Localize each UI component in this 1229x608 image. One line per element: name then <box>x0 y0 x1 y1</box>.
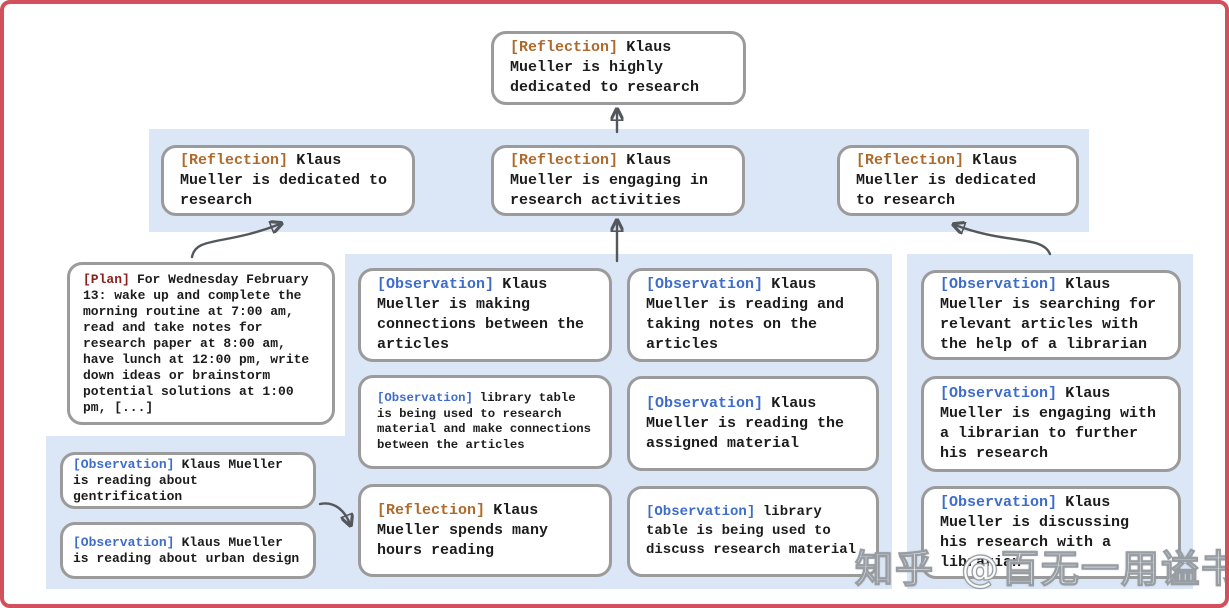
memory-text: library table is being used to research … <box>377 391 592 452</box>
memory-type-tag: [Observation] <box>646 276 764 293</box>
node-observation-searching-articles: [Observation]Klaus Mueller is searching … <box>921 270 1181 360</box>
watermark-username: @百无一用谥书生 <box>960 546 1225 591</box>
node-reflection-left: [Reflection]Klaus Mueller is dedicated t… <box>161 145 415 216</box>
memory-type-tag: [Observation] <box>646 394 764 412</box>
node-observation-library-table-research: [Observation]library table is being used… <box>358 375 612 469</box>
memory-type-tag: [Reflection] <box>510 39 619 56</box>
memory-type-tag: [Reflection] <box>377 501 486 519</box>
node-observation-urban-design: [Observation]Klaus Mueller is reading ab… <box>60 522 316 579</box>
memory-text: Klaus Mueller is making connections betw… <box>377 276 585 353</box>
memory-text: Klaus Mueller spends many hours reading <box>377 501 549 559</box>
memory-text: Klaus Mueller is searching for relevant … <box>940 276 1157 353</box>
node-root-reflection: [Reflection]Klaus Mueller is highly dedi… <box>491 31 746 105</box>
memory-text: For Wednesday February 13: wake up and c… <box>83 271 310 415</box>
node-reflection-hours-reading: [Reflection]Klaus Mueller spends many ho… <box>358 484 612 577</box>
memory-text: Klaus Mueller is reading about urban des… <box>73 534 300 566</box>
memory-type-tag: [Plan] <box>83 271 130 287</box>
node-observation-reading-taking-notes: [Observation]Klaus Mueller is reading an… <box>627 268 879 362</box>
memory-type-tag: [Observation] <box>940 493 1058 511</box>
memory-text: Klaus Mueller is engaging with a librari… <box>940 385 1157 462</box>
node-plan: [Plan]For Wednesday February 13: wake up… <box>67 262 335 425</box>
memory-type-tag: [Reflection] <box>856 151 965 169</box>
memory-type-tag: [Observation] <box>377 391 473 405</box>
node-observation-making-connections: [Observation]Klaus Mueller is making con… <box>358 268 612 362</box>
node-observation-engaging-librarian: [Observation]Klaus Mueller is engaging w… <box>921 376 1181 472</box>
memory-text: Klaus Mueller is highly dedicated to res… <box>510 39 700 96</box>
memory-text: Klaus Mueller is discussing his research… <box>940 493 1130 571</box>
memory-type-tag: [Observation] <box>73 534 175 550</box>
memory-text: Klaus Mueller is reading about gentrific… <box>73 456 283 504</box>
watermark: 知乎 @百无一用谥书生 <box>854 538 1225 593</box>
memory-type-tag: [Reflection] <box>180 151 289 169</box>
node-observation-discussing-librarian: [Observation]Klaus Mueller is discussing… <box>921 486 1181 579</box>
memory-text: library table is being used to discuss r… <box>646 504 857 558</box>
memory-text: Klaus Mueller is reading and taking note… <box>646 276 845 353</box>
node-reflection-center: [Reflection]Klaus Mueller is engaging in… <box>491 145 745 216</box>
memory-text: Klaus Mueller is reading the assigned ma… <box>646 394 845 452</box>
memory-type-tag: [Observation] <box>73 456 175 472</box>
memory-text: Klaus Mueller is dedicated to research <box>180 151 388 209</box>
watermark-site-logo: 知乎 <box>854 546 936 591</box>
node-observation-gentrification: [Observation]Klaus Mueller is reading ab… <box>60 452 316 509</box>
node-reflection-right: [Reflection]Klaus Mueller is dedicated t… <box>837 145 1079 216</box>
memory-type-tag: [Observation] <box>646 504 756 520</box>
memory-type-tag: [Observation] <box>940 385 1058 402</box>
memory-type-tag: [Reflection] <box>510 151 619 169</box>
node-observation-reading-assigned: [Observation]Klaus Mueller is reading th… <box>627 376 879 471</box>
memory-type-tag: [Observation] <box>940 276 1058 293</box>
node-observation-library-table-discuss: [Observation]library table is being used… <box>627 486 879 577</box>
memory-type-tag: [Observation] <box>377 276 495 293</box>
memory-text: Klaus Mueller is dedicated to research <box>856 151 1037 209</box>
memory-text: Klaus Mueller is engaging in research ac… <box>510 151 709 209</box>
